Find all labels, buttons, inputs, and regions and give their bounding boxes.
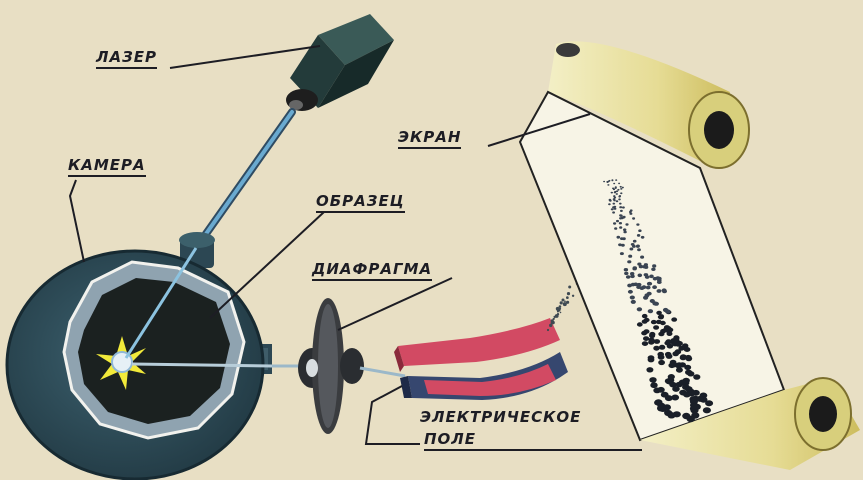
laser-beam [196,112,292,248]
label-laser: ЛАЗЕР [96,50,157,69]
diaphragm [298,298,364,434]
laser-device [286,14,394,111]
ion-beam-2 [360,368,405,376]
vacuum-chamber [7,232,272,479]
label-screen: ЭКРАН [398,130,461,149]
screen [520,34,860,470]
label-diaphragm: ДИАФРАГМА [312,262,432,281]
label-chamber: КАМЕРА [68,158,146,177]
electric-field-plates [394,318,568,400]
label-electric-field-line1: ЭЛЕКТРИЧЕСКОЕ [420,410,581,425]
label-sample: ОБРАЗЕЦ [316,194,405,213]
label-electric-field-line2: ПОЛЕ [424,432,642,451]
